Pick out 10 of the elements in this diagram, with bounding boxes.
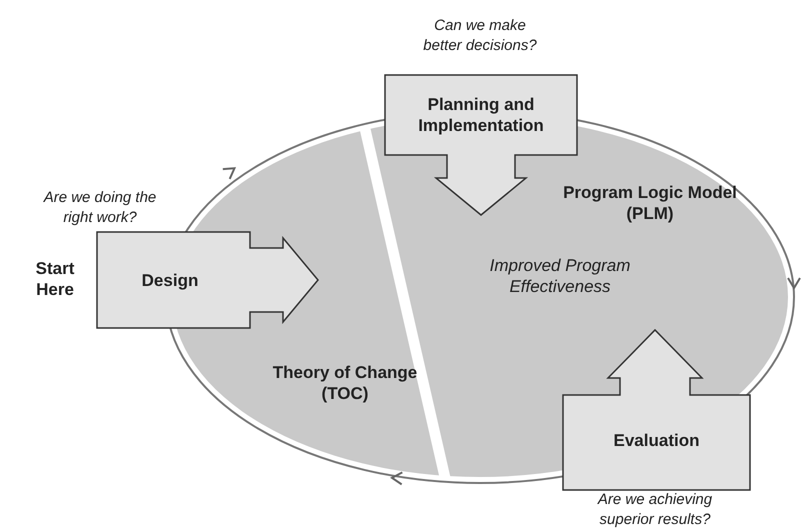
heading-text: Planning and Implementation	[417, 94, 545, 136]
question-text: Can we make better decisions?	[422, 16, 538, 56]
start-label: Start Here	[34, 258, 76, 300]
question-text: Are we doing the right work?	[42, 188, 158, 228]
heading-text: Theory of Change (TOC)	[272, 362, 418, 404]
body-text: Improved Program Effectiveness	[488, 255, 632, 297]
heading-text: Program Logic Model (PLM)	[562, 182, 738, 224]
question-text: Are we achieving superior results?	[596, 490, 714, 530]
heading-text: Design	[140, 270, 200, 291]
heading-text: Evaluation	[612, 430, 700, 451]
